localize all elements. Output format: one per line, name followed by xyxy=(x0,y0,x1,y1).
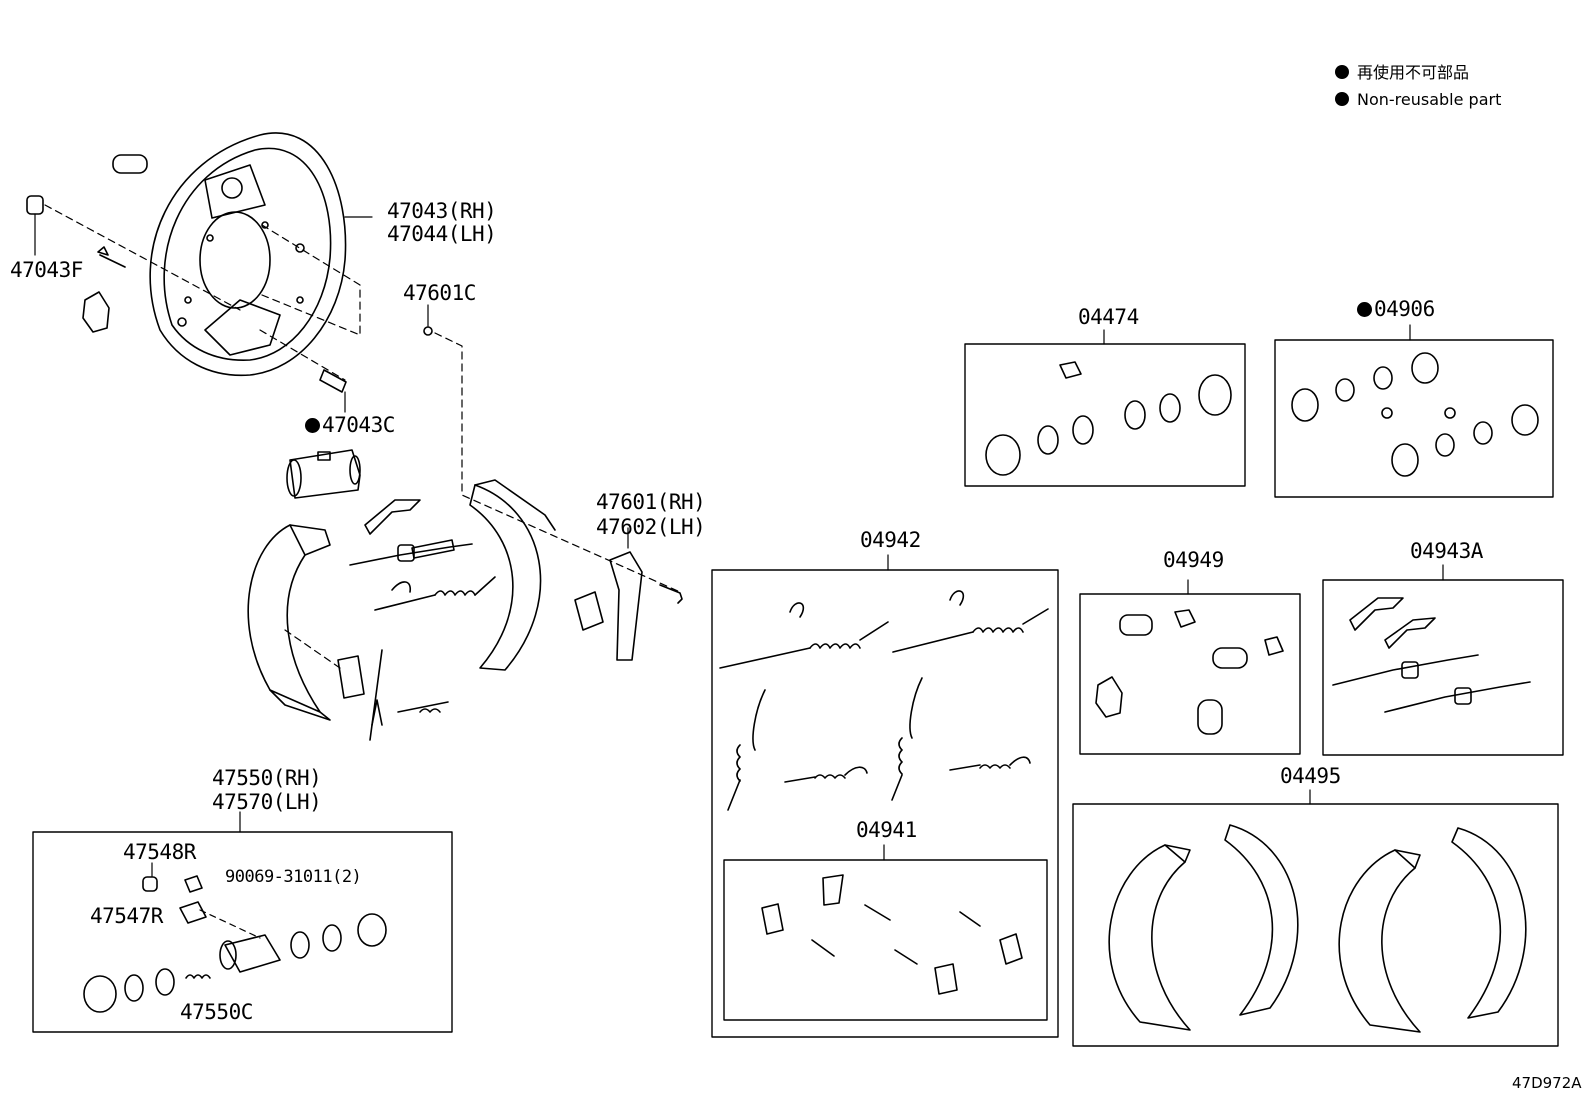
label-04941: 04941 xyxy=(856,818,917,842)
wheel-cylinder-assy-parts xyxy=(83,862,387,1013)
kit-04942-springs xyxy=(719,590,1049,811)
legend-en-text: Non-reusable part xyxy=(1357,90,1502,109)
brake-shoe-right xyxy=(469,479,556,671)
label-47043f: 47043F xyxy=(10,258,83,282)
brake-shoe-left xyxy=(247,524,331,721)
label-04906-text: 04906 xyxy=(1374,297,1435,321)
wheel-cylinder xyxy=(286,449,361,499)
label-47601c: 47601C xyxy=(403,281,476,305)
adjuster-lever xyxy=(364,499,421,535)
backing-plate xyxy=(149,132,347,377)
legend-ja-text: 再使用不可部品 xyxy=(1357,63,1470,82)
kit-04949-parts xyxy=(1095,609,1284,735)
label-04949: 04949 xyxy=(1163,548,1224,572)
legend-non-reusable-ja: 再使用不可部品 xyxy=(1335,65,1469,81)
box-04495 xyxy=(1072,803,1559,1047)
label-47044lh: 47044(LH) xyxy=(387,222,497,246)
shoe-pad-right xyxy=(574,591,604,631)
label-47570lh: 47570(LH) xyxy=(212,790,322,814)
label-47043rh: 47043(RH) xyxy=(387,199,497,223)
shoe-pad-left xyxy=(337,655,365,699)
non-reusable-icon xyxy=(1357,302,1372,317)
label-47043c-text: 47043C xyxy=(322,413,395,437)
plug-side xyxy=(82,291,110,333)
figure-id: 47D972A xyxy=(1512,1074,1582,1092)
legend-non-reusable-en: Non-reusable part xyxy=(1335,92,1501,108)
label-47547r: 47547R xyxy=(90,904,163,928)
label-04474: 04474 xyxy=(1078,305,1139,329)
label-47550c: 47550C xyxy=(180,1000,253,1024)
box-04474 xyxy=(964,343,1246,487)
lever-pin xyxy=(659,584,683,604)
bullet-icon xyxy=(1335,65,1349,79)
bolt-47043c xyxy=(319,369,347,413)
label-90069-31011: 90069-31011(2) xyxy=(225,867,362,887)
parking-lever xyxy=(609,527,643,661)
bullet-icon xyxy=(1335,92,1349,106)
return-spring-upper xyxy=(374,576,496,611)
label-04943a: 04943A xyxy=(1410,539,1483,563)
bolt-long xyxy=(97,246,126,268)
label-04906: 04906 xyxy=(1357,299,1435,320)
nut-47043f xyxy=(26,195,44,256)
pin-47601c xyxy=(423,326,433,336)
label-47602lh: 47602(LH) xyxy=(596,515,706,539)
label-04942: 04942 xyxy=(860,528,921,552)
non-reusable-icon xyxy=(305,418,320,433)
label-47601rh: 47601(RH) xyxy=(596,490,706,514)
kit-04906-parts xyxy=(1291,352,1539,477)
label-47550rh: 47550(RH) xyxy=(212,766,322,790)
kit-04941-parts xyxy=(761,874,1023,995)
hook-spring-small xyxy=(391,581,412,593)
box-04941 xyxy=(723,859,1048,1021)
label-04495: 04495 xyxy=(1280,764,1341,788)
plug-top xyxy=(112,154,148,174)
box-47550 xyxy=(32,831,453,1033)
lower-springs xyxy=(369,649,449,741)
box-04906 xyxy=(1274,339,1554,498)
label-47043c: 47043C xyxy=(305,415,395,436)
box-04949 xyxy=(1079,593,1301,755)
adjuster-strut xyxy=(349,539,473,566)
kit-04495-shoes xyxy=(1108,824,1527,1033)
label-47548r: 47548R xyxy=(123,840,196,864)
kit-04474-parts xyxy=(985,361,1232,476)
box-04943a xyxy=(1322,579,1564,756)
kit-04943a-parts xyxy=(1332,597,1531,713)
box-04942 xyxy=(711,569,1059,1038)
